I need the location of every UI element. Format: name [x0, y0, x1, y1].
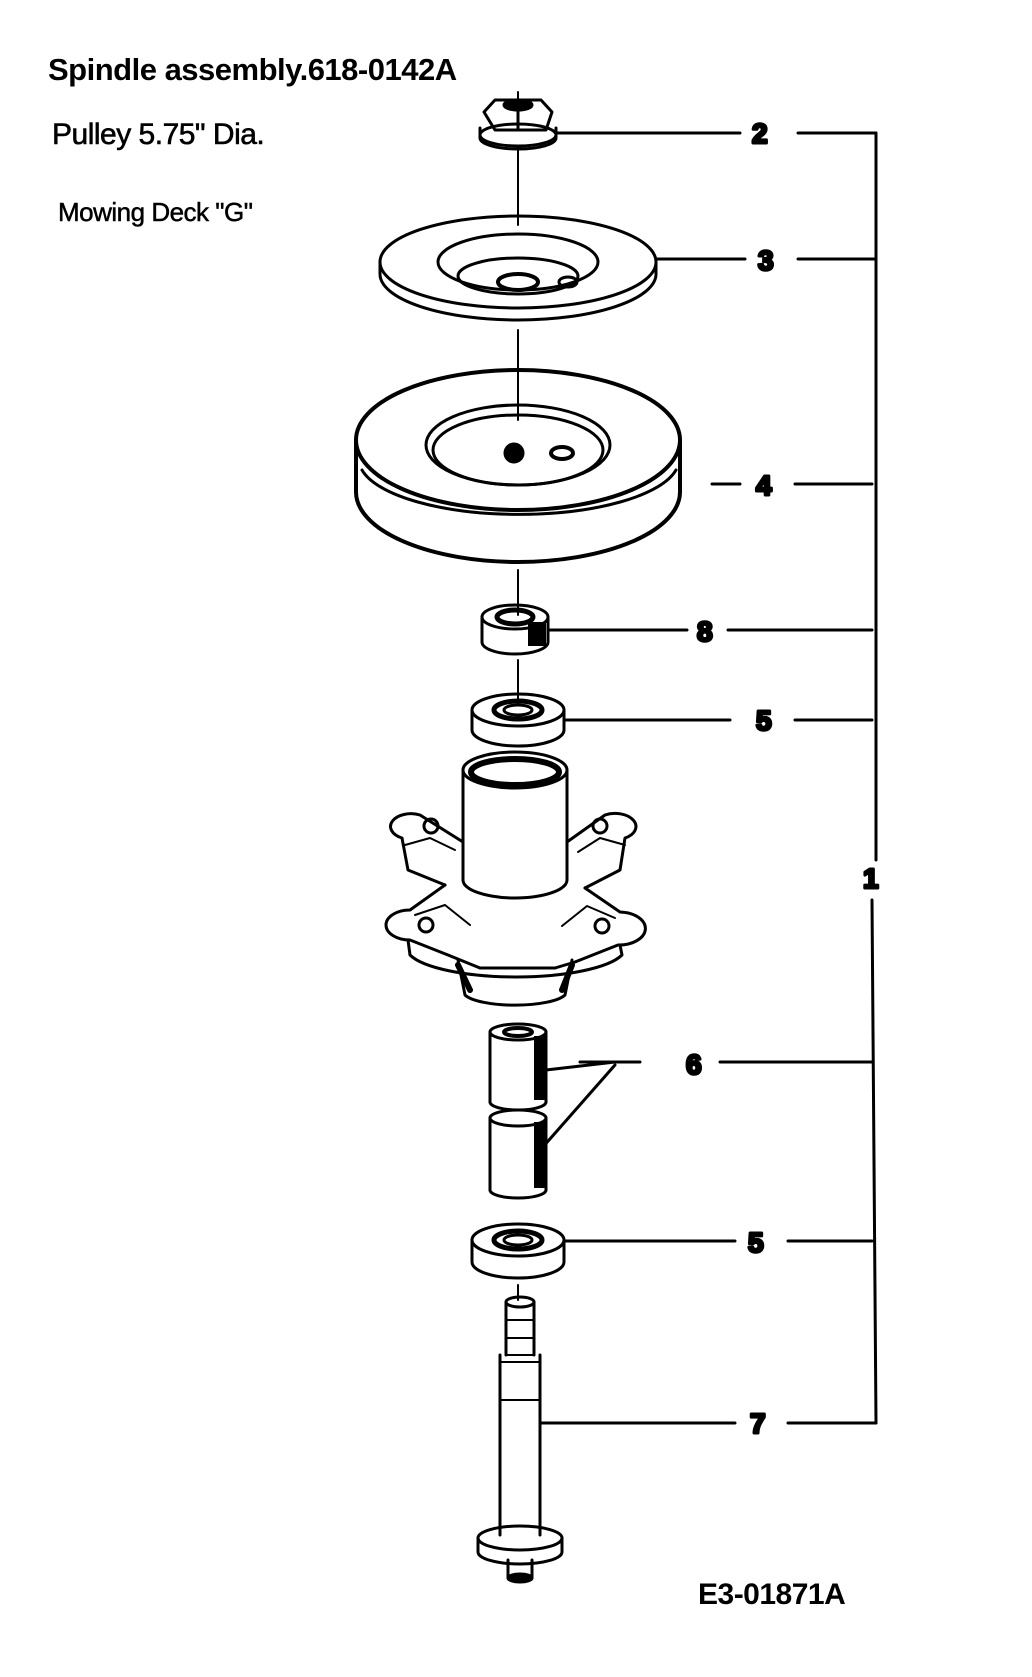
callout-5-upper: 5 [756, 705, 772, 736]
callout-8: 8 [697, 616, 713, 647]
pulley-spec: Pulley 5.75" Dia. [52, 118, 265, 152]
part-6-spacer-tubes [488, 1022, 548, 1200]
part-3-pulley-plate [378, 214, 658, 322]
callout-3: 3 [758, 245, 774, 276]
spindle-housing [384, 750, 647, 1007]
part-2-flange-nut [478, 98, 558, 151]
callout-5-lower: 5 [748, 1227, 764, 1258]
callout-7: 7 [750, 1408, 766, 1439]
drawing-code: E3-01871A [698, 1578, 846, 1611]
callout-1: 1 [863, 863, 879, 894]
part-8-spacer [480, 603, 550, 656]
assembly-bracket [718, 131, 878, 1425]
part-4-v-pulley [354, 368, 682, 564]
deck-label: Mowing Deck "G" [58, 197, 253, 228]
part-5-lower-bearing [470, 1222, 566, 1280]
part-7-spindle-shaft [476, 1295, 564, 1584]
part-5-upper-bearing [470, 692, 566, 748]
callout-2: 2 [752, 118, 768, 149]
leader-lines [538, 131, 747, 1425]
callout-4: 4 [756, 470, 772, 501]
callout-6: 6 [686, 1049, 702, 1080]
diagram-title: Spindle assembly.618-0142A [48, 52, 457, 87]
